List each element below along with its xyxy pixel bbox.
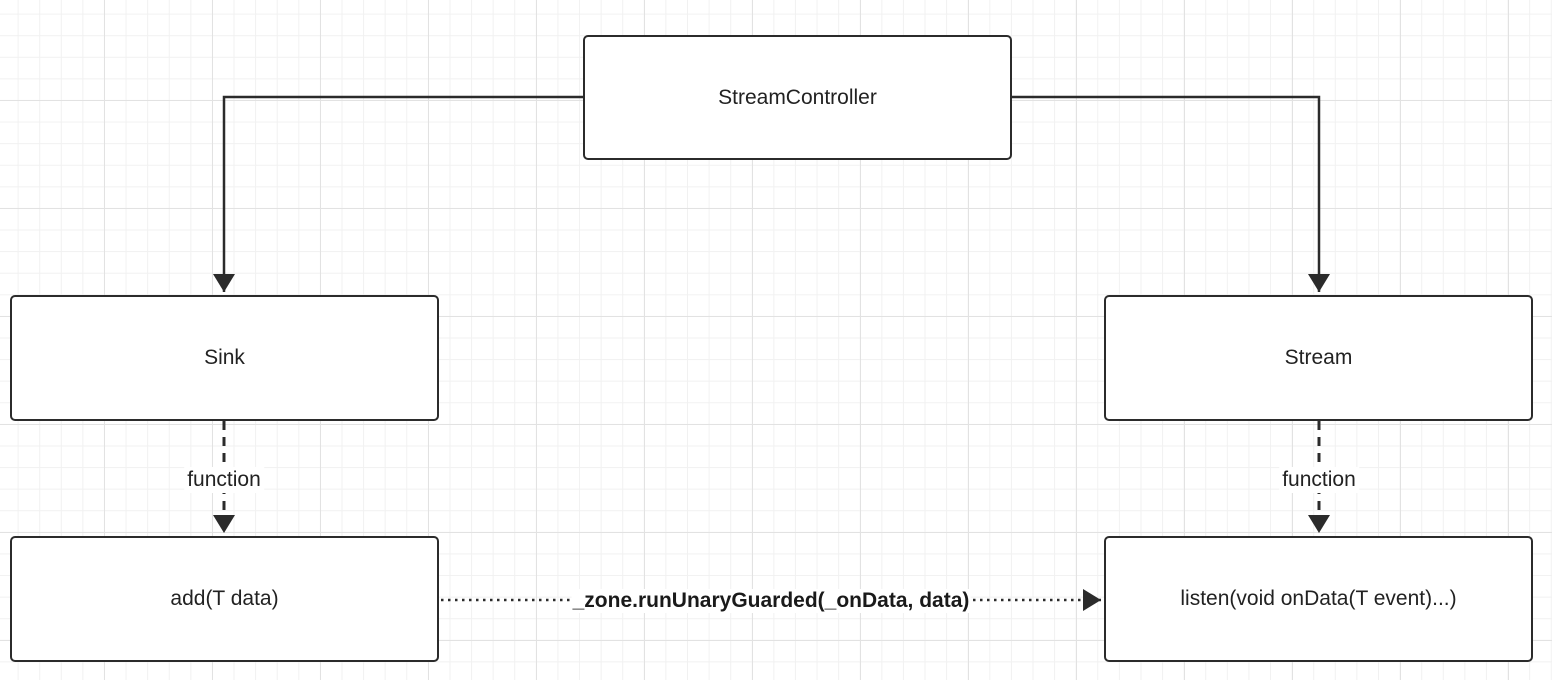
edge-label-run-unary-guarded: _zone.runUnaryGuarded(_onData, data) (571, 589, 971, 613)
edge-controller-to-sink (213, 95, 583, 292)
node-sink-label: Sink (204, 346, 245, 369)
node-stream-controller[interactable]: StreamController (583, 35, 1012, 160)
edge-label-stream-function: function (1279, 467, 1359, 493)
node-listen-method[interactable]: listen(void onData(T event)...) (1104, 536, 1533, 662)
edge-controller-to-stream (1012, 95, 1330, 292)
node-listen-method-label: listen(void onData(T event)...) (1180, 587, 1457, 610)
node-stream-label: Stream (1284, 346, 1353, 369)
node-add-method[interactable]: add(T data) (10, 536, 439, 662)
node-add-method-label: add(T data) (170, 587, 279, 610)
node-stream-controller-label: StreamController (718, 85, 877, 109)
node-stream[interactable]: Stream (1104, 295, 1533, 421)
edge-label-sink-function: function (184, 467, 264, 493)
node-sink[interactable]: Sink (10, 295, 439, 421)
